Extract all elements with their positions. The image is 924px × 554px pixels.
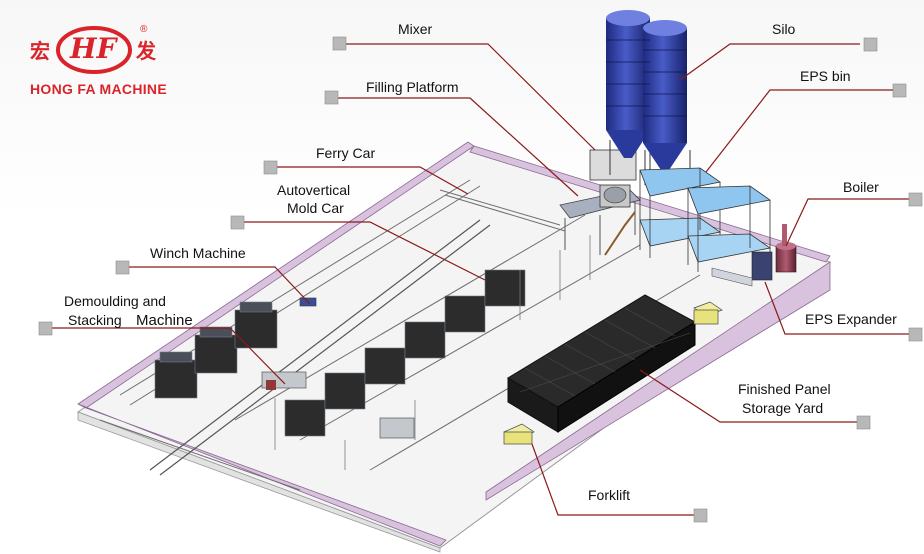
logo-char-right: 发 bbox=[136, 39, 156, 63]
label-ferry-car: Ferry Car bbox=[316, 145, 376, 161]
eps-expander-unit bbox=[711, 251, 773, 287]
label-winch-machine: Winch Machine bbox=[150, 245, 246, 261]
label-autovertical-line1: Autovertical bbox=[277, 182, 351, 198]
logo-monogram: HF bbox=[70, 32, 117, 65]
label-demoulding-line2: Stacking bbox=[68, 312, 122, 328]
ferry-car-track bbox=[149, 219, 491, 476]
logo-brand-text: HONG FA MACHINE bbox=[30, 81, 167, 97]
label-silo: Silo bbox=[772, 21, 796, 37]
leader-lines bbox=[45, 43, 912, 516]
label-finished-panel-line2: Storage Yard bbox=[742, 400, 824, 416]
hf-oval-emblem bbox=[56, 26, 132, 74]
eps-bin-frames bbox=[639, 167, 772, 272]
silo-tanks bbox=[606, 10, 691, 185]
forklift-vehicles bbox=[503, 301, 723, 445]
demoulding-machine bbox=[261, 371, 415, 439]
label-markers bbox=[38, 36, 923, 523]
mold-car-row-center bbox=[284, 269, 526, 437]
label-autovertical-line2: Mold Car bbox=[287, 200, 344, 216]
logo-char-left: 宏 bbox=[30, 39, 50, 63]
label-forklift: Forklift bbox=[588, 487, 630, 503]
hongfa-logo: 宏 HF 发 ® HONG FA MACHINE bbox=[30, 20, 170, 100]
label-boiler: Boiler bbox=[843, 179, 879, 195]
label-eps-bin: EPS bin bbox=[800, 68, 851, 84]
registered-mark: ® bbox=[140, 24, 148, 35]
mold-car-row-left bbox=[154, 301, 278, 399]
label-demoulding-line3: Machine bbox=[136, 312, 193, 329]
trestle-frames bbox=[274, 235, 591, 470]
label-eps-expander: EPS Expander bbox=[805, 311, 897, 327]
label-finished-panel-line1: Finished Panel bbox=[738, 381, 831, 397]
label-demoulding-line1: Demoulding and bbox=[64, 293, 166, 309]
label-mixer: Mixer bbox=[398, 21, 433, 37]
label-filling-platform: Filling Platform bbox=[366, 79, 459, 95]
